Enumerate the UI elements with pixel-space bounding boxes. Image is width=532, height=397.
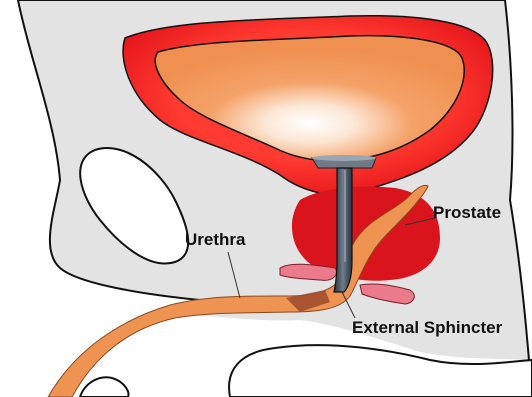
urethra-label: Urethra (185, 231, 245, 248)
catheter-shaft (334, 168, 352, 292)
external-sphincter-label: External Sphincter (352, 319, 502, 336)
catheter-cap-top (312, 155, 376, 161)
prostate-label: Prostate (433, 204, 501, 221)
